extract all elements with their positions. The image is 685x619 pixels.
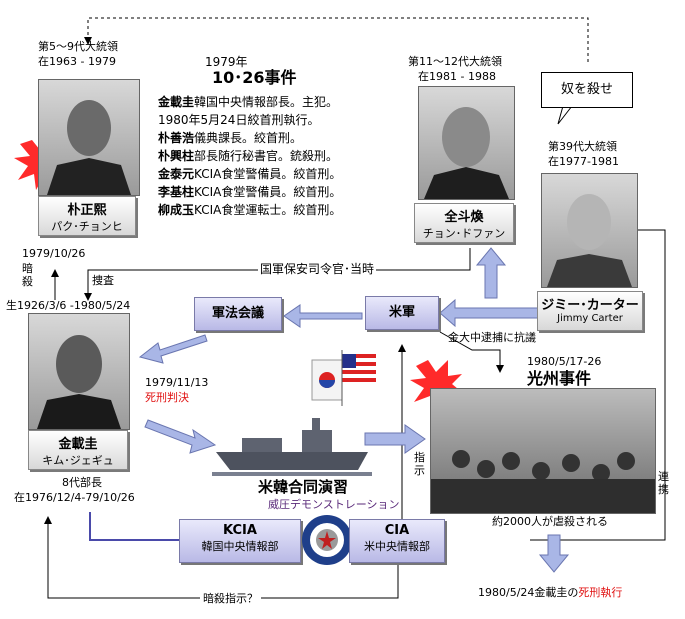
event-line-text: 儀典課長。絞首刑。 [194, 131, 303, 145]
kim-verdict-date: 1979/11/13 [145, 376, 209, 389]
event-line: 1980年5月24日絞首刑執行。 [158, 111, 341, 129]
chun-years: 在1981 - 1988 [418, 70, 496, 83]
gwangju-title: 光州事件 [527, 369, 592, 388]
court-martial-label: 軍法会議 [211, 306, 264, 321]
exercise-label: 米韓合同演習 [258, 478, 349, 496]
kim-post: 8代部長 [62, 476, 102, 489]
kcia-sub: 韓国中央情報部 [201, 540, 279, 553]
arrow-exercise-to-gwangju [364, 424, 426, 454]
event-line-name: 柳成玉 [158, 203, 195, 217]
arrow-carter-to-usforces [439, 298, 541, 328]
carter-speech-bubble: 奴を殺せ [541, 72, 633, 108]
speech-bubble-tail [557, 105, 573, 125]
cooperation-label: 連携 [658, 470, 669, 496]
dashed-line-carter-to-park [84, 17, 589, 62]
event-line-name: 朴興柱 [158, 149, 195, 163]
portrait-carter-icon [547, 194, 632, 287]
kim-name: 金載圭 [58, 437, 98, 452]
event-line-text: KCIA食堂警備員。絞首刑。 [194, 185, 342, 199]
arrow-gwangju-to-execution [538, 534, 570, 573]
execution-label: 死刑執行 [578, 586, 623, 599]
line-kim-to-kcia [89, 512, 180, 541]
arrow-usforces-to-courtmartial [283, 304, 363, 328]
court-martial-box: 軍法会議 [194, 297, 282, 331]
event-line-text: 1980年5月24日絞首刑執行。 [158, 113, 320, 127]
warship-icon [212, 418, 372, 476]
event-line-name: 李基柱 [158, 185, 195, 199]
portrait-kim-icon [37, 335, 121, 429]
carter-years: 在1977-1981 [548, 155, 619, 168]
flags-icon [311, 350, 376, 406]
exercise-sub: 威圧デモンストレーション [268, 498, 400, 511]
arrow-courtmartial-to-kim [138, 334, 208, 364]
event-year: 1979年 [205, 55, 248, 69]
cia-sub: 米中央情報部 [364, 540, 430, 553]
chun-role-note: 国軍保安司令官･当時 [258, 262, 377, 277]
crowd-photo-icon [431, 450, 655, 513]
portrait-park-icon [47, 100, 131, 195]
us-forces-label: 米軍 [388, 305, 415, 320]
cia-seal-icon [302, 515, 352, 565]
event-line: 朴善浩儀典課長。絞首刑。 [158, 129, 341, 147]
carter-nametag: ジミー･カーター Jimmy Carter [537, 291, 643, 331]
kim-dj-label: 金大中逮捕に抗議 [448, 331, 536, 344]
kim-photo [28, 313, 130, 430]
event-line-text: 韓国中央情報部長。主犯。 [194, 95, 339, 109]
park-nametag: 朴正熙 パク･チョンヒ [38, 196, 136, 236]
event-line: 李基柱KCIA食堂警備員。絞首刑。 [158, 183, 341, 201]
event-title: 10･26事件 [212, 68, 297, 87]
carter-term: 第39代大統領 [548, 140, 617, 153]
park-killed-label: 暗殺 [22, 262, 33, 288]
investigate-label: 捜査 [92, 274, 114, 287]
event-line-name: 朴善浩 [158, 131, 195, 145]
park-life: 生1926/3/6 -1980/5/24 [6, 299, 131, 312]
park-years: 在1963 - 1979 [38, 55, 116, 68]
event-line-text: 部長随行秘書官。銃殺刑。 [194, 149, 339, 163]
cia-title: CIA [384, 523, 410, 538]
chun-photo [418, 86, 515, 200]
carter-name: ジミー･カーター [541, 298, 639, 313]
chun-nametag: 全斗煥 チョン･ドファン [414, 203, 514, 243]
kim-kana: キム･ジェギュ [42, 454, 114, 467]
event-list: 金載圭韓国中央情報部長。主犯。1980年5月24日絞首刑執行。朴善浩儀典課長。絞… [158, 93, 341, 219]
chun-term: 第11～12代大統領 [408, 55, 502, 68]
kcia-box: KCIA 韓国中央情報部 [179, 519, 301, 563]
red-burst-gwangju [410, 360, 464, 412]
event-line-name: 金泰元 [158, 167, 195, 181]
carter-name-en: Jimmy Carter [557, 313, 623, 324]
execution-prefix: 1980/5/24金載圭の [478, 586, 579, 599]
kim-years: 在1976/12/4-79/10/26 [14, 491, 135, 504]
park-kana: パク･チョンヒ [51, 220, 123, 233]
event-line: 柳成玉KCIA食堂運転士。絞首刑。 [158, 201, 341, 219]
chun-name: 全斗煥 [444, 210, 484, 225]
gwangju-date: 1980/5/17-26 [527, 355, 602, 368]
event-line: 金泰元KCIA食堂警備員。絞首刑。 [158, 165, 341, 183]
park-term: 第5～9代大統領 [38, 40, 118, 53]
assassination-order-label: 暗殺指示？ [200, 592, 261, 606]
event-line-name: 金載圭 [158, 95, 195, 109]
event-line: 朴興柱部長随行秘書官。銃殺刑。 [158, 147, 341, 165]
execution-note: 1980/5/24金載圭の死刑執行 [478, 586, 622, 599]
park-photo [38, 79, 140, 196]
us-forces-box: 米軍 [365, 296, 439, 330]
kcia-title: KCIA [223, 523, 257, 538]
arrow-carter-to-chun [475, 247, 507, 299]
victims-label: 約2000人が虐殺される [492, 515, 608, 528]
arrow-kim-to-exercise [144, 419, 217, 454]
cia-box: CIA 米中央情報部 [349, 519, 445, 563]
chun-kana: チョン･ドファン [422, 227, 506, 240]
kim-verdict: 死刑判決 [145, 391, 189, 404]
gwangju-photo [430, 388, 656, 514]
event-line-text: KCIA食堂警備員。絞首刑。 [194, 167, 342, 181]
line-usforces-gwangju [439, 331, 504, 373]
order-label: 指示 [414, 451, 425, 477]
portrait-chun-icon [424, 107, 509, 199]
park-death-date: 1979/10/26 [22, 247, 86, 260]
park-name: 朴正熙 [67, 203, 107, 218]
kim-nametag: 金載圭 キム･ジェギュ [28, 430, 128, 470]
carter-photo [541, 173, 638, 288]
event-line: 金載圭韓国中央情報部長。主犯。 [158, 93, 341, 111]
line-carter-cooperation [530, 229, 666, 541]
event-line-text: KCIA食堂運転士。絞首刑。 [194, 203, 342, 217]
